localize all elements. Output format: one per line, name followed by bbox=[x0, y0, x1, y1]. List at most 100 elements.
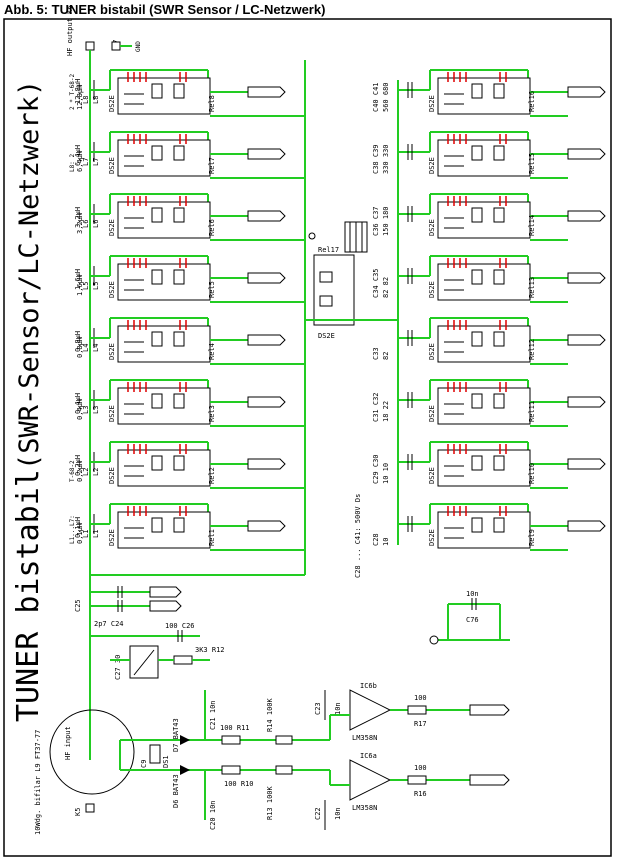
inductor-value: 0,8µH bbox=[74, 331, 82, 352]
r17-value: 100 bbox=[414, 694, 427, 702]
inductor-connector bbox=[247, 520, 286, 532]
inductor-coil bbox=[173, 207, 185, 223]
capacitor-relay-name: Rel16 bbox=[528, 91, 536, 112]
capacitor-value: 150 180 bbox=[382, 206, 390, 236]
capacitor-name: C29 C30 bbox=[372, 454, 380, 484]
capacitor-relay-box bbox=[437, 263, 531, 301]
inductor-connector bbox=[247, 210, 286, 222]
c22-value: 10n bbox=[334, 807, 342, 820]
capacitor-relay-type: DS2E bbox=[428, 405, 436, 422]
inductor-relay-name: Rel3 bbox=[208, 405, 216, 422]
inductor-relay-name: Rel8 bbox=[208, 95, 216, 112]
r16-label: R16 bbox=[414, 790, 427, 798]
inductor-coil bbox=[173, 331, 185, 347]
inductor-name: L1 bbox=[82, 530, 90, 538]
capacitor-connector bbox=[567, 458, 606, 470]
capacitor-relay-name: Rel12 bbox=[528, 339, 536, 360]
d7-diode bbox=[180, 735, 190, 745]
capacitor-coil bbox=[471, 145, 483, 161]
k6-connector bbox=[85, 41, 95, 51]
inductor-name: L5 bbox=[82, 282, 90, 290]
capacitor-relay-name: Rel14 bbox=[528, 215, 536, 236]
inductor-name: L4 bbox=[92, 344, 100, 352]
inductor-relay-box bbox=[117, 325, 211, 363]
inductor-name: L6 bbox=[82, 220, 90, 228]
transformer-label: 10Wdg. bifilar L9 FT37-77 bbox=[34, 730, 42, 835]
inductor-relay-type: DS2E bbox=[108, 405, 116, 422]
capacitor-connector bbox=[567, 520, 606, 532]
capacitor-coil bbox=[471, 207, 483, 223]
inductor-name: L5 bbox=[92, 282, 100, 290]
capacitor-relay-name: Rel11 bbox=[528, 401, 536, 422]
capacitor-stage-0: DS2E Rel16 bbox=[410, 69, 606, 117]
capacitor-coil bbox=[471, 517, 483, 533]
c23-label: C23 bbox=[314, 702, 322, 715]
capacitor-name: C38 C39 bbox=[372, 144, 380, 174]
ds1-label: DS1 bbox=[162, 755, 170, 768]
capacitor-connector bbox=[567, 334, 606, 346]
capacitor-coil bbox=[471, 393, 483, 409]
inductor-value: 3,2µH bbox=[76, 213, 84, 234]
capacitor-relay-name: Rel13 bbox=[528, 277, 536, 298]
inductor-note: L1...L7: bbox=[69, 515, 76, 544]
capacitor-relay-box bbox=[437, 325, 531, 363]
ic6b-type: LM358N bbox=[352, 734, 377, 742]
capacitor-name: C40 C41 bbox=[372, 82, 380, 112]
inductor-coil bbox=[173, 393, 185, 409]
ic6b-opamp: IC6b LM358N bbox=[349, 682, 392, 742]
capacitor-relay-type: DS2E bbox=[428, 157, 436, 174]
inductor-relay-type: DS2E bbox=[108, 95, 116, 112]
capacitor-relay-type: DS2E bbox=[428, 95, 436, 112]
capacitor-relay-name: Rel15 bbox=[528, 153, 536, 174]
capacitor-connector bbox=[567, 272, 606, 284]
c27-label: C27 30 bbox=[114, 655, 122, 680]
inductor-relay-box bbox=[117, 139, 211, 177]
inductor-coil bbox=[151, 145, 163, 161]
inductor-value: 1,6µH bbox=[76, 275, 84, 296]
inductor-connector bbox=[247, 334, 286, 346]
d6-diode bbox=[180, 765, 190, 775]
capacitor-stage-3: DS2E Rel13 bbox=[410, 255, 606, 303]
capacitor-relay-type: DS2E bbox=[428, 219, 436, 236]
r12-resistor bbox=[173, 655, 193, 665]
r14-label: R14 100K bbox=[266, 697, 274, 732]
capacitor-name: C34 C35 bbox=[372, 268, 380, 298]
c24-label: 2p7 C24 bbox=[94, 620, 124, 628]
capacitor-relay-type: DS2E bbox=[428, 281, 436, 298]
inductor-connector bbox=[247, 148, 286, 160]
inductor-connector bbox=[247, 86, 286, 98]
inductor-value: 6,4µH bbox=[74, 145, 82, 166]
inductor-name: L7 bbox=[92, 158, 100, 166]
inductor-name: L2 bbox=[92, 468, 100, 476]
capacitor-relay-box bbox=[437, 387, 531, 425]
capacitor-relay-box bbox=[437, 139, 531, 177]
inductor-name: L3 bbox=[82, 406, 90, 414]
hf-input-label: HF input bbox=[64, 726, 72, 760]
r17-label: R17 bbox=[414, 720, 427, 728]
r10-label: 100 R10 bbox=[224, 780, 254, 788]
capacitor-coil bbox=[493, 207, 505, 223]
ic6a-label: IC6a bbox=[360, 752, 377, 760]
c76-value: 10n bbox=[466, 590, 479, 598]
r11-label: 100 R11 bbox=[220, 724, 250, 732]
capacitor-name: C31 C32 bbox=[372, 392, 380, 422]
capacitor-name: C36 C37 bbox=[372, 206, 380, 236]
capacitor-coil bbox=[471, 331, 483, 347]
inductor-relay-type: DS2E bbox=[108, 467, 116, 484]
inductor-name: L7 bbox=[82, 158, 90, 166]
k5-connector bbox=[85, 803, 95, 813]
inductor-value: 0,2µH bbox=[74, 455, 82, 476]
rel17-type: DS2E bbox=[318, 332, 335, 340]
capacitor-connector bbox=[567, 86, 606, 98]
inductor-note: 2 * T-68-2 bbox=[69, 73, 76, 110]
rel17-label: Rel17 bbox=[318, 246, 339, 254]
inductor-name: L4 bbox=[82, 344, 90, 352]
capacitor-value: 10 bbox=[382, 538, 390, 546]
